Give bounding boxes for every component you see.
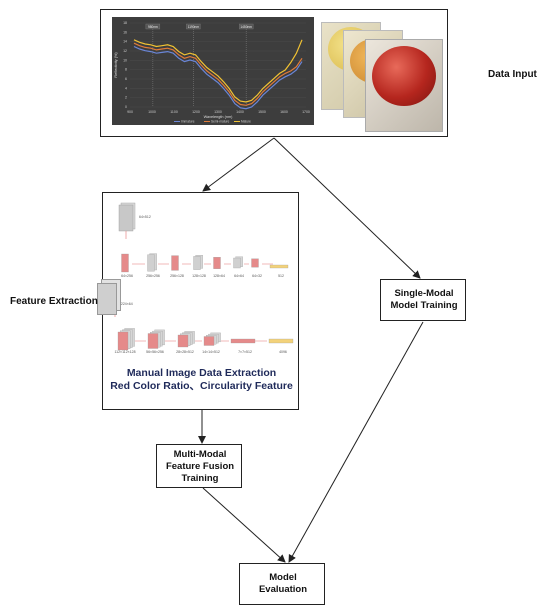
spectrum-line-semi-mature [133,42,303,106]
cnn-top-layer [233,257,241,269]
cnn-layer-label: 256×256 [146,274,160,278]
cnn-top-layer [171,255,179,271]
cnn-top-layer [213,257,221,269]
fruit-photo-stack [321,16,443,132]
spec-y-tick: 18 [123,21,127,25]
cnn-layer-label: 56×56×256 [146,350,164,354]
cnn-layer-label: 128×128 [192,274,206,278]
spec-legend-label: Immature [181,120,195,124]
single-modal-label: Single-Modal Model Training [390,288,458,311]
cnn-layer-label: 28×28×512 [176,350,194,354]
spec-y-tick: 14 [123,40,127,44]
spec-y-tick: 8 [125,68,127,72]
cnn-bottom-layer [203,336,215,346]
red-fruit-icon [372,46,436,106]
feature-extraction-box: 64×512 64×256 256×256 256×128 128×128 128×64… [97,192,299,410]
cnn-bottom-layer [177,334,189,348]
cnn-layer-label: 7×7×512 [238,350,252,354]
spec-band-label: 980nm [148,25,158,29]
cnn-layer-label: 128×64 [213,274,225,278]
spectrum-line-immature [133,45,303,110]
cnn-bottom-layer [268,338,294,344]
multi-modal-box: Multi-Modal Feature Fusion Training [156,444,242,488]
cnn-layer-label: 64×256 [121,274,133,278]
cnn-bottom-layer [117,331,129,351]
cnn-top-layer [147,254,155,272]
cnn-bottom-input-label: 224×224×64 [113,302,133,306]
spec-x-tick: 1700 [302,110,310,114]
spec-band-tag [239,23,254,30]
spec-band-tag [186,23,201,30]
cnn-layer-label: 112×112×128 [114,350,135,354]
spec-x-tick: 1500 [258,110,266,114]
arrow-input-to-single [273,137,421,279]
spec-x-tick: 900 [127,110,133,114]
spec-band-label: 1450nm [240,25,252,29]
cnn-layer-label: 64×64 [234,274,244,278]
cnn-bottom-input-block [97,279,121,315]
model-evaluation-box: Model Evaluation [239,563,325,605]
model-evaluation-label: Model Evaluation [258,572,308,595]
cnn-bottom-layer [147,333,159,349]
arrow-single-to-eval [288,321,424,563]
feature-extraction-label: Feature Extraction [10,296,98,307]
cnn-layer-label: 256×128 [170,274,184,278]
spec-x-tick: 1000 [148,110,156,114]
spectrum-line-mature [133,39,303,103]
spec-y-tick: 4 [125,86,127,90]
spec-x-tick: 1300 [214,110,222,114]
spec-legend-label: Semi-mature [211,120,229,124]
spec-x-tick: 1200 [192,110,200,114]
spec-x-tick: 1600 [280,110,288,114]
spec-band-label: 1190nm [188,25,200,29]
cnn-layer-label: 14×14×512 [202,350,220,354]
cnn-top-layer [193,256,201,270]
cnn-top-layer [121,253,129,273]
spec-x-tick: 1100 [170,110,178,114]
cnn-layer-label: 512 [278,274,284,278]
spec-y-axis-label: Reflectivity (%) [114,52,118,78]
data-input-label: Data Input [488,69,537,80]
manual-extraction-line1: Manual Image Data Extraction [126,367,277,379]
cnn-top-input-label: 64×512 [139,215,151,219]
multi-modal-label: Multi-Modal Feature Fusion Training [165,449,235,484]
spec-band-tag [145,23,161,30]
spec-y-tick: 0 [125,105,127,109]
cnn-layer-label: 64×32 [252,274,262,278]
spec-x-tick: 1400 [236,110,244,114]
cnn-top-layer [269,264,289,269]
spec-y-tick: 12 [123,49,127,53]
fruit-photo-front [365,39,443,132]
single-modal-box: Single-Modal Model Training [380,279,466,321]
manual-extraction-line2: Red Color Ratio、Circularity Feature [110,380,293,392]
cnn-layer-label: 4096 [279,350,287,354]
spec-y-tick: 2 [125,96,127,100]
spec-y-tick: 16 [123,30,127,34]
arrow-multi-to-eval [202,487,286,563]
spec-x-axis-label: Wavelength (nm) [204,115,234,119]
cnn-top-input [118,202,136,232]
spec-y-tick: 10 [123,58,127,62]
cnn-bottom-layer [230,338,256,344]
spec-y-tick: 6 [125,77,127,81]
cnn-diagram: 64×512 64×256 256×256 256×128 128×128 128×64… [113,202,294,354]
cnn-top-layer [251,258,259,268]
spec-legend-label: Mature [241,120,251,124]
arrow-input-to-feature [202,137,275,192]
